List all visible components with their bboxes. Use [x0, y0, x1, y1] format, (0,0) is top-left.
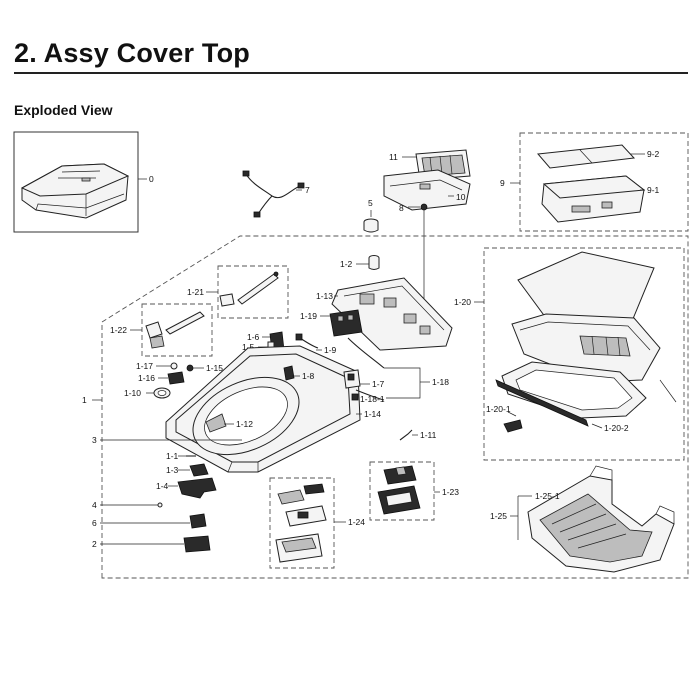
label-5: 5	[368, 198, 373, 208]
label-1-6: 1-6	[247, 332, 260, 342]
label-1-15: 1-15	[206, 363, 223, 373]
part-1-16	[167, 371, 185, 385]
label-1-9: 1-9	[324, 345, 337, 355]
part-1-11	[399, 429, 413, 441]
label-1-4: 1-4	[156, 481, 169, 491]
part-2	[183, 535, 211, 553]
section-label: Exploded View	[14, 102, 113, 118]
label-3: 3	[92, 435, 97, 445]
label-8: 8	[399, 203, 404, 213]
tub-cover-1-25	[527, 465, 675, 573]
label-9-1: 9-1	[647, 185, 660, 195]
label-1-20: 1-20	[454, 297, 471, 307]
label-1-1: 1-1	[166, 451, 179, 461]
label-1-11: 1-11	[420, 430, 437, 440]
part-1-15	[186, 364, 194, 372]
assembly-0-box	[13, 131, 139, 233]
label-4: 4	[92, 500, 97, 510]
part-4	[157, 502, 163, 508]
label-1-16: 1-16	[138, 373, 155, 383]
grommet-8	[420, 203, 428, 308]
wire-harness-7	[242, 170, 305, 218]
part-1-10	[153, 387, 171, 399]
label-1-21: 1-21	[187, 287, 204, 297]
label-1-25-1: 1-25-1	[535, 491, 560, 501]
part-1-9	[295, 333, 319, 349]
wire-1-18	[347, 337, 385, 401]
label-1-2: 1-2	[340, 259, 353, 269]
hinge-1-21	[219, 271, 279, 307]
label-0: 0	[149, 174, 154, 184]
panel-9	[537, 144, 646, 223]
page-title: 2. Assy Cover Top	[14, 38, 250, 68]
switch-1-19	[329, 309, 363, 337]
label-1-10: 1-10	[124, 388, 141, 398]
label-1-20-1: 1-20-1	[486, 404, 511, 414]
label-1-17: 1-17	[136, 361, 153, 371]
top-cover-frame-1-14	[165, 345, 361, 473]
label-1-12: 1-12	[236, 419, 253, 429]
cap-5	[363, 218, 379, 233]
label-1-7: 1-7	[372, 379, 385, 389]
label-1-18-1: 1-18-1	[360, 394, 385, 404]
label-1-19: 1-19	[300, 311, 317, 321]
lid-1-20	[495, 251, 677, 433]
label-11: 11	[389, 152, 398, 162]
label-1: 1	[82, 395, 87, 405]
label-1-23: 1-23	[442, 487, 459, 497]
label-1-14: 1-14	[364, 409, 381, 419]
hinge-1-22	[145, 311, 205, 349]
dispenser-1-24	[275, 483, 327, 563]
label-1-25: 1-25	[490, 511, 507, 521]
label-1-5: 1-5	[242, 342, 255, 352]
dispenser-1-23	[377, 465, 421, 515]
label-6: 6	[92, 518, 97, 528]
label-9: 9	[500, 178, 505, 188]
assembly-1-outline	[101, 235, 689, 579]
label-1-3: 1-3	[166, 465, 179, 475]
label-1-24: 1-24	[348, 517, 365, 527]
part-1-3	[189, 463, 209, 477]
label-1-8: 1-8	[302, 371, 315, 381]
title-rule	[14, 72, 688, 74]
label-2: 2	[92, 539, 97, 549]
label-9-2: 9-2	[647, 149, 660, 159]
label-10: 10	[456, 192, 466, 202]
part-1-4	[177, 477, 217, 499]
part-1-2	[368, 255, 380, 270]
part-1-8	[283, 365, 295, 381]
filter-housing-10	[383, 169, 471, 211]
label-1-20-2: 1-20-2	[604, 423, 629, 433]
part-6	[189, 513, 207, 529]
label-7: 7	[305, 185, 310, 195]
label-1-22: 1-22	[110, 325, 127, 335]
part-1-17	[170, 362, 178, 370]
label-1-13: 1-13	[316, 291, 333, 301]
label-1-18: 1-18	[432, 377, 449, 387]
part-1-7	[343, 369, 361, 389]
